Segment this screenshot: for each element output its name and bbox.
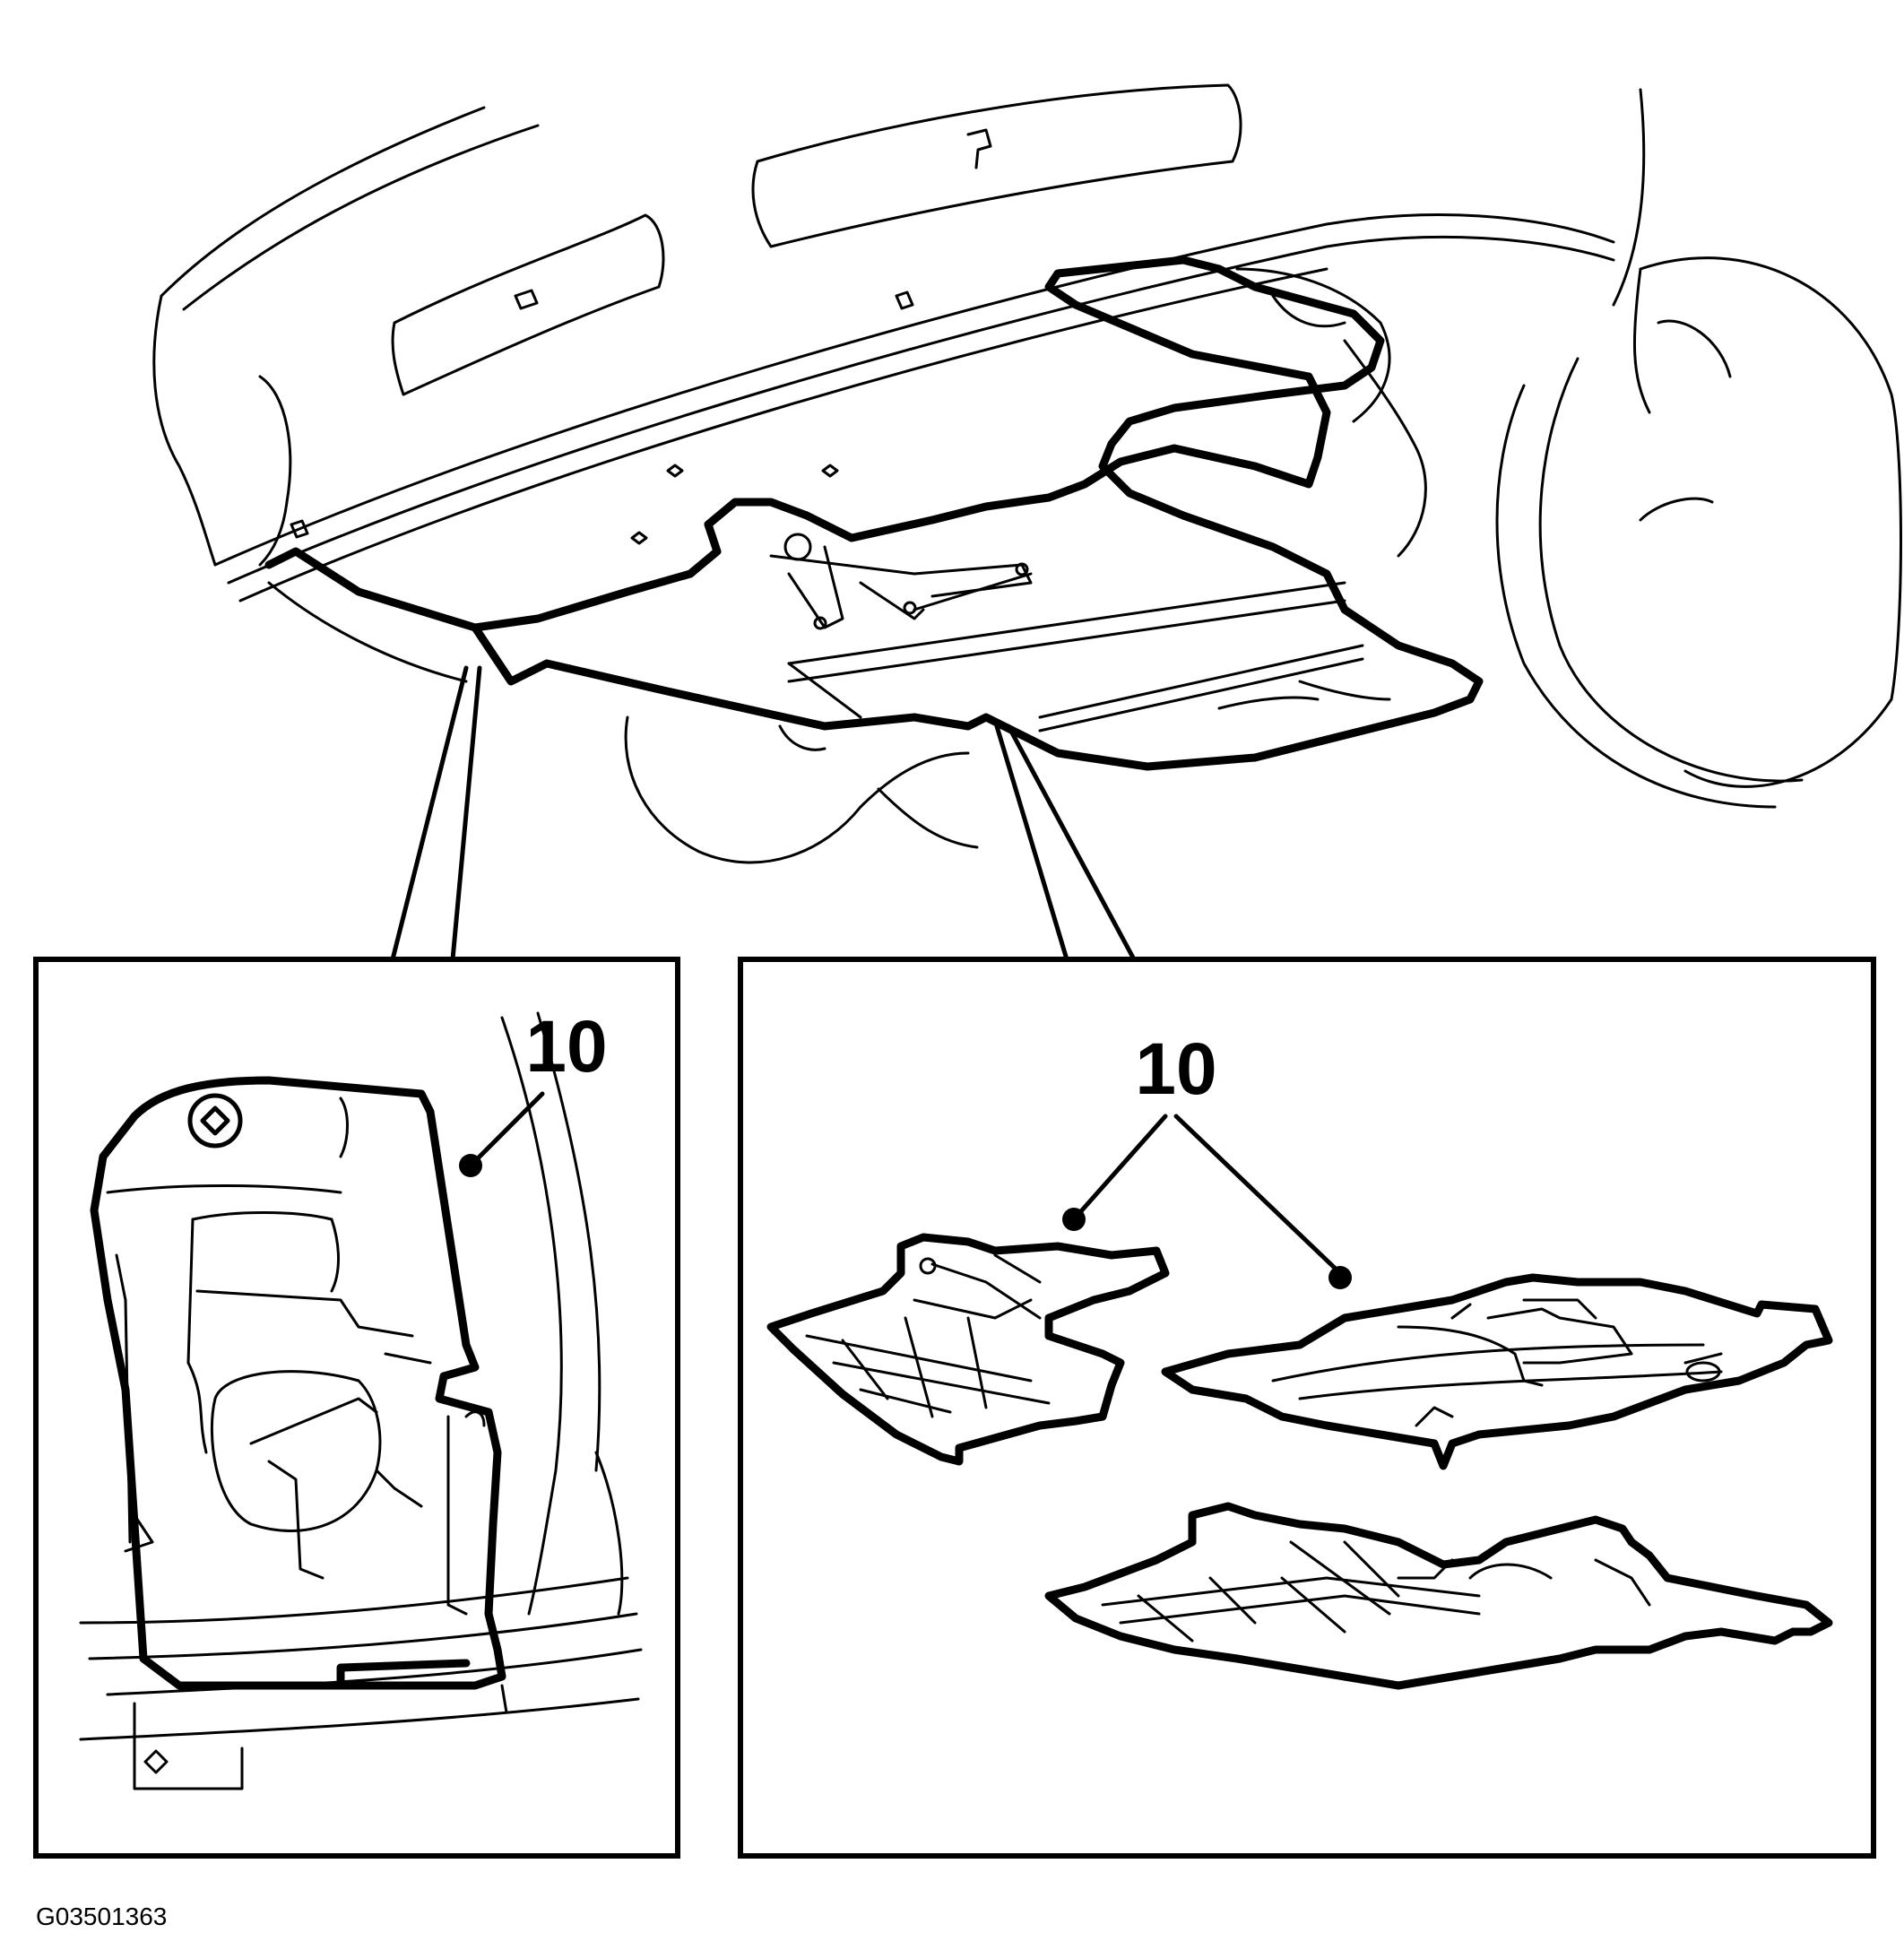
bolt-head-icon — [187, 1093, 243, 1149]
left-callout-number: 10 — [525, 1006, 607, 1088]
callout-pointer-dot-1 — [1062, 1208, 1086, 1231]
right-detail-panel: 10 — [738, 957, 1876, 1859]
shield-part-left — [766, 1233, 1170, 1466]
detail-leader-lines — [390, 665, 1137, 962]
shield-part-lower — [1044, 1502, 1833, 1690]
shield-part-center — [1161, 1273, 1833, 1470]
right-callout-number: 10 — [1135, 1028, 1216, 1110]
figure-id-label: G03501363 — [36, 1903, 167, 1930]
callout-pointer-dot-2 — [1328, 1266, 1352, 1289]
vehicle-underside-overview — [152, 83, 1902, 864]
left-detail-panel: 10 — [33, 957, 680, 1859]
right-detail-frame — [738, 957, 1876, 1859]
left-detail-frame — [33, 957, 680, 1859]
